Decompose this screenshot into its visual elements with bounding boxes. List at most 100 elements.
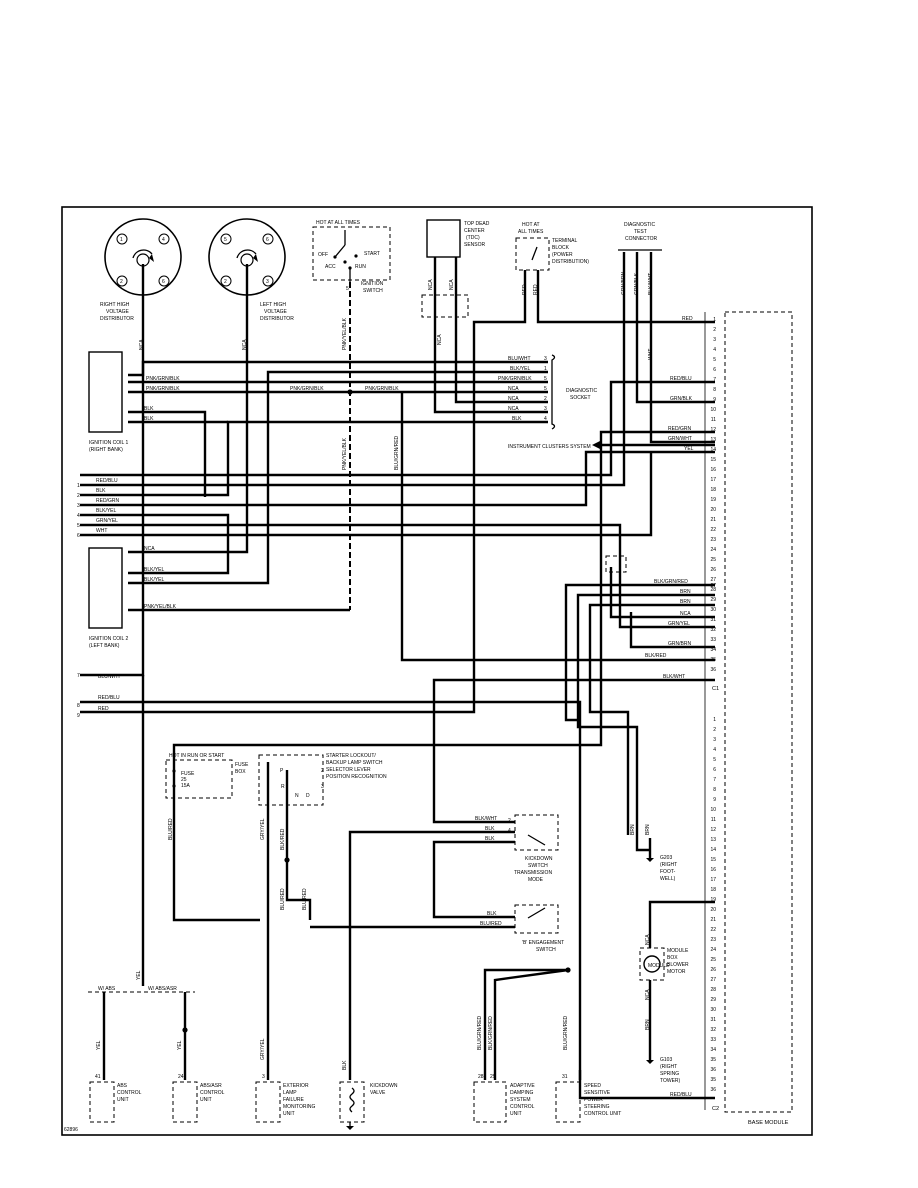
svg-text:KICKDOWN: KICKDOWN: [525, 856, 553, 862]
svg-text:33: 33: [710, 1037, 716, 1043]
svg-text:EXTERIOR: EXTERIOR: [283, 1083, 309, 1089]
svg-text:VOLTAGE: VOLTAGE: [106, 309, 130, 315]
svg-text:31: 31: [562, 1074, 568, 1080]
svg-text:1: 1: [77, 483, 80, 489]
svg-text:8: 8: [713, 387, 716, 393]
svg-text:FOOT-: FOOT-: [660, 869, 676, 875]
svg-text:23: 23: [710, 537, 716, 543]
svg-text:'B' ENGAGEMENT: 'B' ENGAGEMENT: [522, 940, 564, 946]
svg-text:BACKUP LAMP SWITCH: BACKUP LAMP SWITCH: [326, 760, 383, 766]
ignition-coil-1: [88, 351, 123, 433]
svg-text:UNIT: UNIT: [200, 1097, 212, 1103]
svg-text:BLK: BLK: [144, 416, 154, 422]
right-hv-distributor: 1 4 2 6: [104, 218, 182, 296]
svg-text:PNK/GRN/BLK: PNK/GRN/BLK: [146, 386, 180, 392]
svg-text:1: 1: [120, 237, 123, 243]
svg-text:BLU/RED: BLU/RED: [280, 888, 286, 910]
svg-text:RED: RED: [98, 706, 109, 712]
svg-text:ACC: ACC: [325, 264, 336, 270]
svg-text:VALVE: VALVE: [370, 1090, 386, 1096]
svg-text:NCA: NCA: [437, 334, 443, 345]
svg-text:BLK/YEL: BLK/YEL: [510, 366, 531, 372]
svg-text:GRN/BLK: GRN/BLK: [670, 396, 693, 402]
svg-text:31: 31: [710, 617, 716, 623]
svg-text:HOT IN RUN OR START: HOT IN RUN OR START: [169, 753, 224, 759]
svg-text:(TDC): (TDC): [466, 235, 480, 241]
svg-text:NCA: NCA: [139, 339, 145, 350]
svg-text:19: 19: [710, 897, 716, 903]
svg-text:ABS/ASR: ABS/ASR: [200, 1083, 222, 1089]
svg-text:BLU/GRN/RED: BLU/GRN/RED: [477, 1015, 483, 1050]
svg-text:RED/BLU: RED/BLU: [670, 376, 692, 382]
kickdown-valve: [339, 1081, 365, 1123]
svg-text:25: 25: [181, 777, 187, 783]
svg-text:NCA: NCA: [680, 611, 691, 617]
svg-text:RED: RED: [533, 284, 539, 295]
svg-text:17: 17: [710, 877, 716, 883]
svg-text:BLK/WHT: BLK/WHT: [663, 674, 685, 680]
svg-text:10: 10: [710, 407, 716, 413]
svg-text:CONTROL: CONTROL: [200, 1090, 225, 1096]
svg-text:RED: RED: [682, 316, 693, 322]
svg-text:BLK/GRN/RED: BLK/GRN/RED: [654, 579, 688, 585]
speed-sensitive-steering-unit: [555, 1081, 581, 1123]
abs-asr-control-unit: [172, 1081, 198, 1123]
svg-text:R: R: [281, 784, 285, 790]
svg-text:41: 41: [95, 1074, 101, 1080]
svg-text:29: 29: [490, 1074, 496, 1080]
svg-text:2: 2: [77, 493, 80, 499]
svg-text:PNK/YEL/BLK: PNK/YEL/BLK: [342, 317, 348, 350]
adaptive-damping-control-unit: [473, 1081, 507, 1123]
svg-text:8: 8: [713, 787, 716, 793]
svg-text:NCA: NCA: [508, 386, 519, 392]
svg-text:36: 36: [710, 1087, 716, 1093]
svg-text:BLK/GRN/RED: BLK/GRN/RED: [488, 1016, 494, 1050]
svg-text:15A: 15A: [181, 783, 191, 789]
ignition-switch: [312, 226, 391, 281]
svg-text:PNK/GRN/BLK: PNK/GRN/BLK: [498, 376, 532, 382]
svg-text:DISTRIBUTOR: DISTRIBUTOR: [100, 316, 134, 322]
left-hv-distributor: 5 6 2 3: [208, 218, 286, 296]
svg-text:24: 24: [178, 1074, 184, 1080]
svg-text:UNIT: UNIT: [283, 1111, 295, 1117]
svg-text:STEERING: STEERING: [584, 1104, 610, 1110]
svg-text:BLU/GRN/RED: BLU/GRN/RED: [394, 435, 400, 470]
svg-text:BLK: BLK: [485, 836, 495, 842]
svg-text:SYSTEM: SYSTEM: [510, 1097, 531, 1103]
svg-text:W/ ABS: W/ ABS: [98, 986, 116, 992]
svg-text:29: 29: [710, 997, 716, 1003]
svg-text:28: 28: [478, 1074, 484, 1080]
svg-text:LAMP: LAMP: [283, 1090, 297, 1096]
svg-text:1: 1: [713, 717, 716, 723]
svg-text:POSITION RECOGNITION: POSITION RECOGNITION: [326, 774, 387, 780]
svg-text:9: 9: [713, 397, 716, 403]
svg-text:15: 15: [710, 857, 716, 863]
svg-text:RED/GRN: RED/GRN: [96, 498, 119, 504]
svg-text:IGNITION COIL 2: IGNITION COIL 2: [89, 636, 128, 642]
svg-text:W/ ABS/ASR: W/ ABS/ASR: [148, 986, 177, 992]
svg-text:9: 9: [713, 797, 716, 803]
svg-text:12: 12: [710, 427, 716, 433]
svg-text:NCA: NCA: [449, 279, 455, 290]
svg-text:WHT: WHT: [96, 528, 107, 534]
svg-text:N: N: [295, 793, 299, 799]
svg-text:IGNITION COIL 1: IGNITION COIL 1: [89, 440, 128, 446]
svg-text:17: 17: [710, 477, 716, 483]
svg-text:NCA: NCA: [645, 989, 651, 1000]
svg-text:PNK/YEL/BLK: PNK/YEL/BLK: [342, 437, 348, 470]
diagram-frame: [61, 206, 813, 1136]
svg-text:DAMPING: DAMPING: [510, 1090, 533, 1096]
svg-text:INSTRUMENT CLUSTERS SYSTEM: INSTRUMENT CLUSTERS SYSTEM: [508, 444, 591, 450]
svg-text:2: 2: [713, 327, 716, 333]
svg-text:POWER: POWER: [584, 1097, 603, 1103]
svg-text:14: 14: [710, 847, 716, 853]
svg-text:3: 3: [266, 279, 269, 285]
ignition-coil-2: [88, 547, 123, 629]
svg-text:25: 25: [710, 957, 716, 963]
svg-text:BLK/RED: BLK/RED: [280, 828, 286, 850]
svg-text:BLU/GRN/RED: BLU/GRN/RED: [563, 1015, 569, 1050]
svg-text:32: 32: [710, 627, 716, 633]
svg-text:2: 2: [508, 818, 511, 824]
svg-text:7: 7: [713, 377, 716, 383]
